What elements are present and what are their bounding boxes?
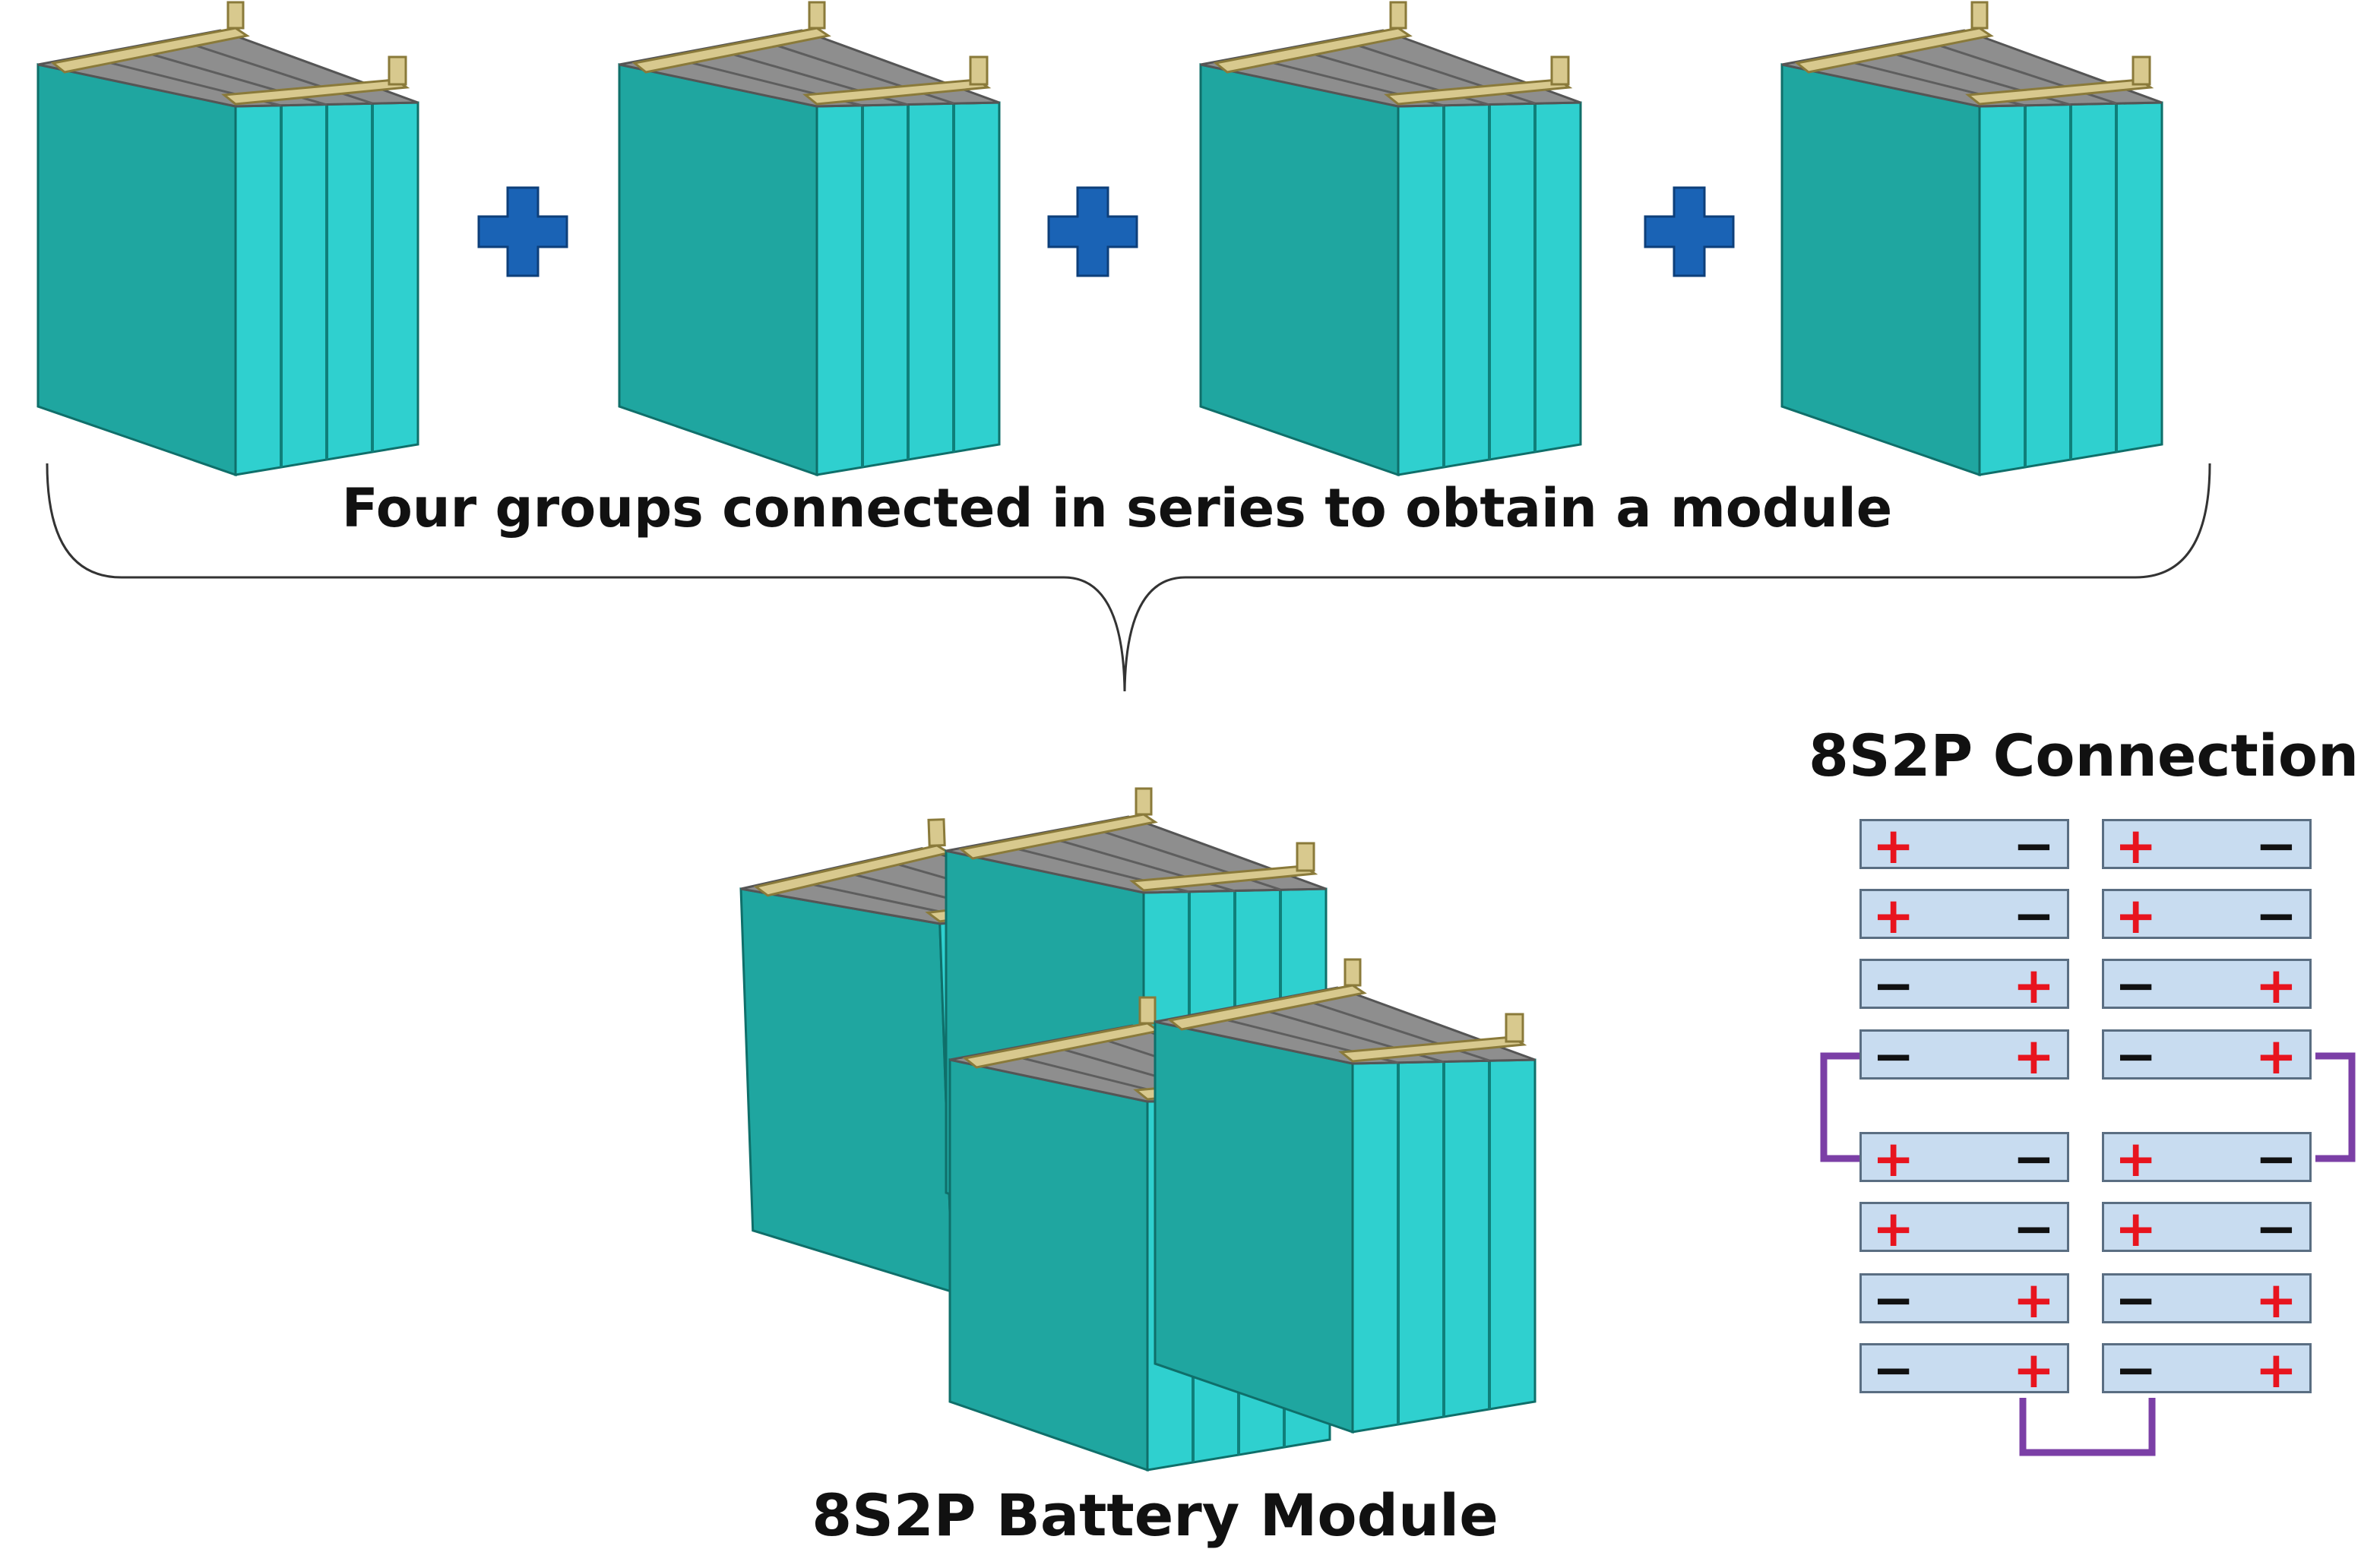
battery-module [739,787,1537,1472]
connection-cell: −+ [1859,956,2069,1015]
positive-pole: + [2012,956,2055,1015]
plus-icon-1 [477,186,568,277]
module-caption: 8S2P Battery Module [812,1481,1499,1549]
connection-cell: −+ [2102,956,2312,1015]
positive-pole: + [2012,1271,2055,1329]
positive-pole: + [2012,1341,2055,1399]
plus-icon-3 [1644,186,1735,277]
connection-cell: −+ [2102,1271,2312,1329]
positive-pole: + [1872,1130,1915,1188]
connector-left [1820,1052,1874,1162]
battery-group-3 [1199,1,1582,476]
connection-cell: −+ [2102,1341,2312,1399]
grouping-brace [46,463,2211,692]
connection-cell: +− [2102,817,2312,875]
positive-pole: + [1872,887,1915,945]
positive-pole: + [2115,1200,2157,1258]
negative-pole: − [2115,956,2157,1015]
negative-pole: − [2012,1130,2055,1188]
negative-pole: − [1872,1271,1915,1329]
positive-pole: + [2255,1027,2297,1086]
connection-title: 8S2P Connection [1809,722,2359,789]
plus-icon-2 [1047,186,1138,277]
negative-pole: − [1872,1341,1915,1399]
positive-pole: + [2255,1341,2297,1399]
positive-pole: + [2115,1130,2157,1188]
negative-pole: − [2255,1130,2297,1188]
negative-pole: − [2012,817,2055,875]
negative-pole: − [2115,1341,2157,1399]
connection-cell: −+ [1859,1027,2069,1086]
battery-group-1 [36,1,419,476]
positive-pole: + [2115,817,2157,875]
connection-cell: +− [1859,1130,2069,1188]
negative-pole: − [2012,1200,2055,1258]
negative-pole: − [2255,817,2297,875]
connection-cell: +− [2102,1130,2312,1188]
positive-pole: + [1872,1200,1915,1258]
connection-cell: −+ [2102,1027,2312,1086]
positive-pole: + [2255,1271,2297,1329]
connection-cell: +− [2102,1200,2312,1258]
negative-pole: − [2255,1200,2297,1258]
connection-cell: +− [1859,817,2069,875]
positive-pole: + [1872,817,1915,875]
negative-pole: − [2115,1027,2157,1086]
connector-right [2315,1052,2356,1162]
connection-cell: +− [2102,887,2312,945]
negative-pole: − [2012,887,2055,945]
negative-pole: − [2115,1271,2157,1329]
connection-cell: +− [1859,1200,2069,1258]
connector-bottom [2019,1398,2156,1456]
positive-pole: + [2255,956,2297,1015]
series-caption: Four groups connected in series to obtai… [341,477,1893,539]
connection-cell: +− [1859,887,2069,945]
negative-pole: − [1872,1027,1915,1086]
connection-cell: −+ [1859,1271,2069,1329]
positive-pole: + [2012,1027,2055,1086]
negative-pole: − [2255,887,2297,945]
battery-group-2 [618,1,1001,476]
battery-group-4 [1780,1,2163,476]
positive-pole: + [2115,887,2157,945]
negative-pole: − [1872,956,1915,1015]
connection-cell: −+ [1859,1341,2069,1399]
